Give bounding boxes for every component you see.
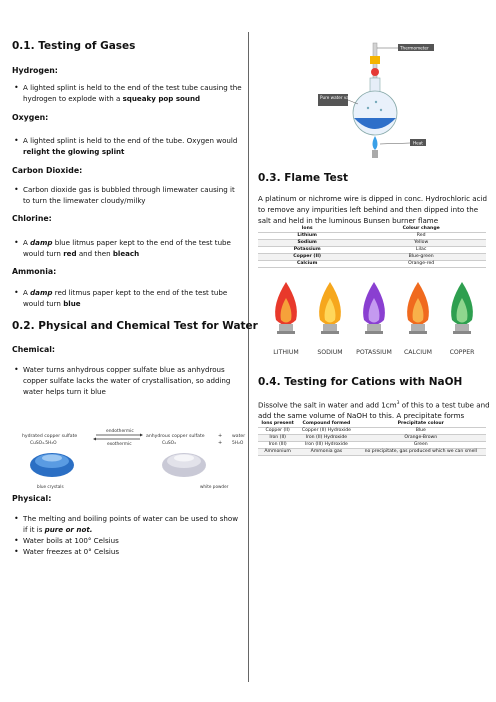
list-item: The melting and boiling points of water … bbox=[12, 513, 242, 535]
flame-lithium-icon bbox=[275, 282, 297, 334]
table-cell: Ammonium bbox=[258, 448, 298, 456]
anhydrous-formula: CuSO₄ bbox=[162, 440, 176, 446]
list-item: Water turns anhydrous copper sulfate blu… bbox=[12, 364, 242, 397]
table-cell: Copper (II) bbox=[258, 253, 357, 261]
table-cell: Copper (II) bbox=[258, 427, 298, 435]
list-item: Water freezes at 0° Celsius bbox=[12, 546, 242, 557]
table-cell: Iron (III) Hydroxide bbox=[297, 441, 356, 449]
flame-sodium-icon bbox=[319, 282, 341, 334]
heading-hydrogen: Hydrogen: bbox=[12, 66, 58, 75]
list-item: Water boils at 100° Celsius bbox=[12, 535, 242, 546]
endothermic-label: endothermic bbox=[106, 428, 134, 434]
anhydrous-label: anhydrous copper sulfate bbox=[146, 433, 205, 439]
table-header-cell: Precipitate colour bbox=[355, 421, 486, 428]
list-item: A damp blue litmus paper kept to the end… bbox=[12, 237, 242, 259]
list-item: A lighted splint is held to the end of t… bbox=[12, 82, 242, 104]
table-cell: Potassium bbox=[258, 246, 357, 254]
table-cell: Ammonia gas bbox=[297, 448, 356, 456]
hydrated-formula: CuSO₄.5H₂O bbox=[30, 440, 57, 446]
table-header-cell: Colour change bbox=[356, 226, 486, 233]
table-cell: no precipitate, gas produced which we ca… bbox=[355, 448, 486, 456]
table-cell: Iron (II) bbox=[258, 434, 298, 442]
heading-carbon-dioxide: Carbon Dioxide: bbox=[12, 166, 83, 175]
flame-test-text: A platinum or nichrome wire is dipped in… bbox=[258, 194, 487, 225]
section-title-water-tests: 0.2. Physical and Chemical Test for Wate… bbox=[12, 320, 258, 332]
blue-crystals-label: blue crystals bbox=[37, 484, 64, 489]
hydrogen-list: A lighted splint is held to the end of t… bbox=[12, 82, 242, 104]
section-title-cations-naoh: 0.4. Testing for Cations with NaOH bbox=[258, 376, 463, 388]
heading-chemical: Chemical: bbox=[12, 345, 56, 354]
table-cell: Lilac bbox=[356, 246, 486, 254]
table-header-cell: Ions present bbox=[258, 421, 298, 428]
table-row: Copper (II)Blue-green bbox=[258, 253, 486, 261]
table-cell: Lithium bbox=[258, 232, 357, 240]
chemical-list: Water turns anhydrous copper sulfate blu… bbox=[12, 364, 242, 397]
list-item: A damp red litmus paper kept to the end … bbox=[12, 287, 242, 309]
table-cell: Orange-red bbox=[356, 260, 486, 268]
flame-label: SODIUM bbox=[317, 349, 342, 356]
table-cell: Iron (II) Hydroxide bbox=[297, 434, 356, 442]
table-header-cell: Compound formed bbox=[297, 421, 356, 428]
table-header-cell: Ions bbox=[258, 226, 357, 233]
table-cell: Yellow bbox=[356, 239, 486, 247]
list-item: Carbon dioxide gas is bubbled through li… bbox=[12, 184, 242, 206]
table-cell: Calcium bbox=[258, 260, 357, 268]
heading-chlorine: Chlorine: bbox=[12, 214, 52, 223]
flame-copper-icon bbox=[451, 282, 473, 334]
table-cell: Red bbox=[356, 232, 486, 240]
section-title-testing-gases: 0.1. Testing of Gases bbox=[12, 40, 136, 52]
plus-sign: + bbox=[218, 433, 222, 439]
physical-list: The melting and boiling points of water … bbox=[12, 513, 242, 557]
table-cell: Green bbox=[355, 441, 486, 449]
thermometer-label: Thermometer bbox=[399, 46, 429, 51]
flame-label: POTASSIUM bbox=[356, 349, 392, 356]
flame-calcium-icon bbox=[407, 282, 429, 334]
chlorine-list: A damp blue litmus paper kept to the end… bbox=[12, 237, 242, 259]
flame-label: LITHIUM bbox=[273, 349, 298, 356]
naoh-text: Dissolve the salt in water and add 1cm3 … bbox=[258, 400, 490, 421]
co2-list: Carbon dioxide gas is bubbled through li… bbox=[12, 184, 242, 206]
heading-oxygen: Oxygen: bbox=[12, 113, 49, 122]
vapour-label: Pure water vapour bbox=[320, 95, 359, 100]
table-cell: Orange-Brown bbox=[355, 434, 486, 442]
exothermic-label: exothermic bbox=[107, 441, 132, 447]
copper-sulfate-diagram: hydrated copper sulfate CuSO₄.5H₂O endot… bbox=[22, 428, 245, 489]
table-cell: Iron (III) bbox=[258, 441, 298, 449]
distillation-apparatus-diagram: Thermometer Pure water vapour Heat bbox=[318, 42, 434, 158]
table-cell: Sodium bbox=[258, 239, 357, 247]
hydrated-label: hydrated copper sulfate bbox=[22, 433, 77, 439]
plus-sign: + bbox=[218, 440, 222, 446]
flame-label: CALCIUM bbox=[404, 349, 432, 356]
list-item: A lighted splint is held to the end of t… bbox=[12, 135, 242, 157]
water-formula: 5H₂O bbox=[232, 440, 244, 446]
section-title-flame-test: 0.3. Flame Test bbox=[258, 172, 348, 184]
ammonia-list: A damp red litmus paper kept to the end … bbox=[12, 287, 242, 309]
table-cell: Blue bbox=[355, 427, 486, 435]
flame-icon bbox=[372, 136, 378, 150]
heading-physical: Physical: bbox=[12, 494, 52, 503]
flame-potassium-icon bbox=[363, 282, 385, 334]
heat-label: Heat bbox=[413, 141, 423, 146]
table-cell: Blue-green bbox=[356, 253, 486, 261]
heading-ammonia: Ammonia: bbox=[12, 267, 57, 276]
oxygen-list: A lighted splint is held to the end of t… bbox=[12, 135, 242, 157]
table-cell: Copper (II) Hydroxide bbox=[297, 427, 356, 435]
flame-label: COPPER bbox=[450, 349, 476, 356]
water-label: water bbox=[232, 433, 245, 439]
white-powder-label: white powder bbox=[200, 484, 229, 489]
column-divider bbox=[248, 32, 249, 682]
flame-colors-figure: LITHIUM SODIUM POTASSIUM CALCIUM COPPER bbox=[273, 282, 476, 356]
